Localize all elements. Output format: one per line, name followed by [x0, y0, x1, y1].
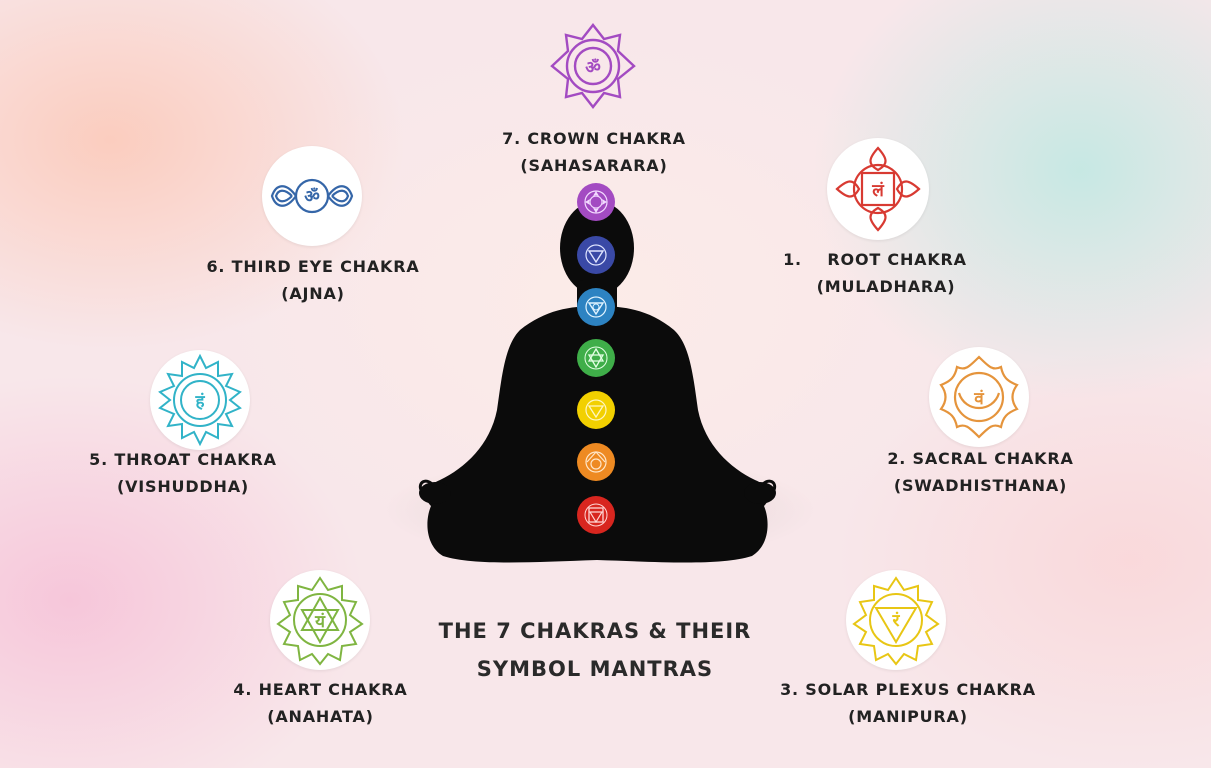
solar-plexus-symbol-icon: रं: [852, 576, 940, 666]
sacral-mantra: वं: [973, 389, 985, 409]
solar-plexus-sanskrit: (MANIPURA): [848, 707, 968, 726]
crown-sanskrit: (SAHASARARA): [520, 156, 668, 175]
throat-sanskrit: (VISHUDDHA): [116, 477, 249, 496]
third-eye-sanskrit: (AJNA): [281, 284, 345, 303]
sacral-sanskrit: (SWADHISTHANA): [893, 476, 1068, 495]
solar-plexus-chakra-label: 3. SOLAR PLEXUS CHAKRA (MANIPURA): [773, 676, 1043, 730]
root-sanskrit: (MULADHARA): [816, 277, 956, 296]
throat-chakra-dot: [577, 288, 615, 326]
heart-name: HEART CHAKRA: [258, 680, 408, 699]
throat-name: THROAT CHAKRA: [114, 450, 277, 469]
title-line-2: SYMBOL MANTRAS: [476, 657, 714, 681]
crown-chakra-label: 7. CROWN CHAKRA (SAHASARARA): [494, 125, 694, 179]
root-chakra-label: 1. ROOT CHAKRA (MULADHARA): [770, 246, 980, 300]
solar-plexus-mantra: रं: [892, 611, 901, 631]
sacral-chakra-dot: [577, 443, 615, 481]
sacral-number: 2.: [887, 449, 907, 468]
crown-lotus-symbol-icon: ॐ: [550, 23, 636, 109]
throat-triangle-icon: [585, 296, 607, 318]
root-name: ROOT CHAKRA: [827, 250, 967, 269]
third-eye-chakra-label: 6. THIRD EYE CHAKRA (AJNA): [198, 253, 428, 307]
heart-sanskrit: (ANAHATA): [267, 707, 374, 726]
root-badge: लं: [827, 138, 929, 240]
solar-plexus-triangle-icon: [585, 399, 607, 421]
heart-symbol-icon: यं: [276, 576, 364, 666]
crown-chakra-symbol: ॐ: [548, 21, 638, 111]
title-line-1: THE 7 CHAKRAS & THEIR: [438, 619, 752, 643]
third-eye-badge: ॐ: [262, 146, 362, 246]
heart-chakra-dot: [577, 339, 615, 377]
third-eye-name: THIRD EYE CHAKRA: [231, 257, 420, 276]
diagram-title: THE 7 CHAKRAS & THEIR SYMBOL MANTRAS: [420, 612, 770, 688]
throat-mantra: हं: [194, 392, 205, 412]
heart-mantra: यं: [314, 612, 326, 632]
crown-mantra: ॐ: [585, 58, 601, 78]
sacral-name: SACRAL CHAKRA: [912, 449, 1074, 468]
root-chakra-dot: [577, 496, 615, 534]
heart-star-icon: [584, 346, 608, 370]
solar-plexus-name: SOLAR PLEXUS CHAKRA: [805, 680, 1036, 699]
heart-badge: यं: [270, 570, 370, 670]
crown-chakra-dot: [577, 183, 615, 221]
crown-number: 7.: [502, 129, 521, 148]
throat-symbol-icon: हं: [158, 353, 242, 447]
crown-lotus-icon: [584, 190, 608, 214]
solar-plexus-number: 3.: [780, 680, 799, 699]
throat-badge: हं: [150, 350, 250, 450]
sacral-symbol-icon: वं: [939, 355, 1019, 439]
solar-plexus-badge: रं: [846, 570, 946, 670]
sacral-badge: वं: [929, 347, 1029, 447]
third-eye-number: 6.: [206, 257, 226, 276]
throat-chakra-label: 5. THROAT CHAKRA (VISHUDDHA): [78, 446, 288, 500]
throat-number: 5.: [89, 450, 108, 469]
heart-number: 4.: [233, 680, 253, 699]
third-eye-chakra-dot: [577, 236, 615, 274]
root-mantra: लं: [871, 181, 885, 201]
third-eye-mantra: ॐ: [304, 187, 320, 207]
root-symbol-icon: लं: [835, 146, 921, 232]
third-eye-triangle-icon: [585, 244, 607, 266]
root-square-icon: [584, 503, 608, 527]
sacral-lotus-icon: [585, 451, 607, 473]
solar-plexus-chakra-dot: [577, 391, 615, 429]
third-eye-symbol-icon: ॐ: [270, 178, 354, 214]
crown-name: CROWN CHAKRA: [527, 129, 686, 148]
sacral-chakra-label: 2. SACRAL CHAKRA (SWADHISTHANA): [878, 445, 1083, 499]
heart-chakra-label: 4. HEART CHAKRA (ANAHATA): [218, 676, 423, 730]
root-number: 1.: [783, 250, 802, 269]
